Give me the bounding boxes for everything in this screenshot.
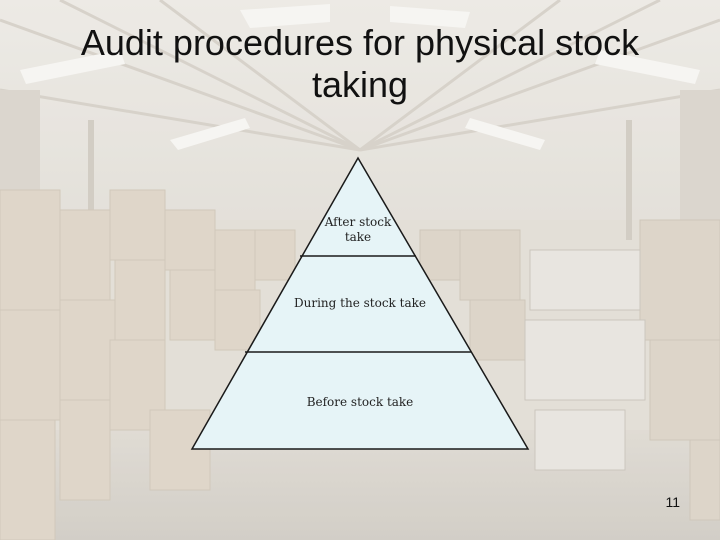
slide-title: Audit procedures for physical stock taki… — [20, 22, 700, 106]
tier-bottom-label: Before stock take — [307, 395, 414, 409]
tier-middle-label: During the stock take — [294, 296, 426, 310]
tier-top-label-line2: take — [345, 230, 371, 244]
page-number: 11 — [665, 494, 680, 510]
audit-stage-pyramid: After stock take During the stock take B… — [190, 156, 530, 450]
pyramid-outline — [190, 156, 530, 450]
slide-title-line1: Audit procedures for physical stock — [80, 22, 640, 63]
tier-top-label-line1: After stock — [324, 215, 392, 229]
slide-title-line2: taking — [311, 64, 409, 105]
